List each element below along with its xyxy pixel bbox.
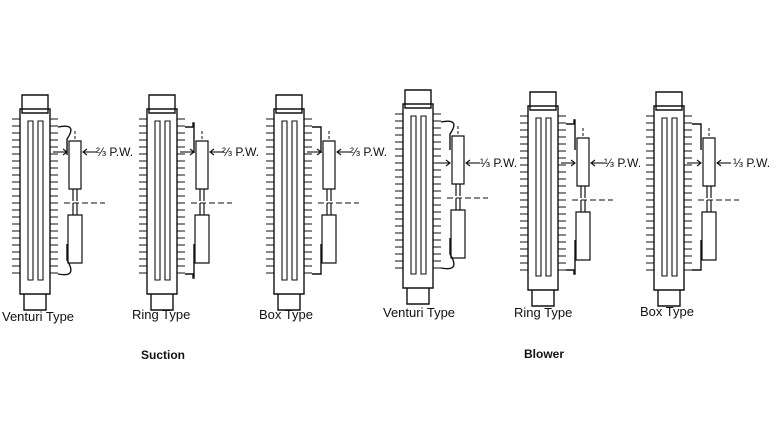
filter-lower-element	[451, 210, 465, 258]
tube-left	[28, 121, 33, 280]
filter-upper-element	[703, 138, 715, 186]
tower-diagram-suction-ring	[139, 95, 232, 310]
pw-label-blower-box: ⅓ P.W.	[733, 156, 771, 170]
tower-shell	[403, 104, 433, 288]
tower-diagram-suction-box	[266, 95, 359, 310]
diagram-label-suction-box: Box Type	[259, 307, 313, 322]
pw-arrow-left	[446, 160, 450, 166]
tower-bottom-tail	[407, 288, 429, 304]
ring-duct-bottom	[566, 240, 575, 274]
pw-arrow-left	[571, 160, 575, 166]
tube-right	[165, 121, 170, 280]
tower-bottom-tail	[532, 290, 554, 306]
filter-upper-element	[323, 141, 335, 189]
diagram-label-blower-ring: Ring Type	[514, 305, 573, 320]
pw-arrow-right	[466, 160, 470, 166]
tower-diagram-blower-ring	[520, 92, 613, 306]
pw-arrow-right	[83, 149, 87, 155]
filter-lower-element	[576, 212, 590, 260]
tube-left	[282, 121, 287, 280]
tower-diagram-blower-box	[646, 92, 739, 306]
box-duct-bottom	[312, 244, 321, 274]
tower-bottom-tail	[278, 294, 300, 310]
group-label-suction: Suction	[141, 348, 185, 362]
tower-top-cap	[22, 95, 48, 113]
tower-diagram-blower-venturi	[395, 90, 488, 304]
tube-right	[672, 118, 677, 276]
pw-arrow-left	[317, 149, 321, 155]
tube-right	[38, 121, 43, 280]
box-duct-bottom	[692, 240, 701, 270]
ring-duct-bottom	[185, 244, 194, 278]
pw-label-blower-venturi: ⅓ P.W.	[480, 156, 518, 170]
diagram-label-blower-venturi: Venturi Type	[383, 305, 456, 320]
filter-upper-element	[577, 138, 589, 186]
ring-duct-top	[185, 123, 194, 153]
ring-duct-top	[566, 120, 575, 150]
tower-bottom-tail	[658, 290, 680, 306]
diagram-label-blower-box: Box Type	[640, 304, 694, 319]
box-duct-top	[692, 124, 701, 150]
tower-shell	[20, 109, 50, 294]
group-label-blower: Blower	[524, 347, 565, 361]
diagram-label-suction-ring: Ring Type	[132, 307, 191, 322]
pw-label-blower-ring: ⅓ P.W.	[604, 156, 642, 170]
tube-right	[546, 118, 551, 276]
tower-shell	[528, 106, 558, 290]
venturi-duct-bottom	[441, 238, 454, 269]
tube-left	[155, 121, 160, 280]
pw-arrow-right	[717, 160, 721, 166]
tube-right	[292, 121, 297, 280]
filter-upper-element	[452, 136, 464, 184]
pw-label-suction-box: ⅔ P.W.	[350, 145, 388, 159]
tube-left	[411, 116, 416, 274]
tower-top-cap	[656, 92, 682, 110]
filter-lower-element	[195, 215, 209, 263]
venturi-duct-top	[441, 121, 454, 150]
pw-arrow-left	[190, 149, 194, 155]
tower-bottom-tail	[24, 294, 46, 310]
tube-left	[536, 118, 541, 276]
tube-left	[662, 118, 667, 276]
tower-top-cap	[405, 90, 431, 108]
tube-right	[421, 116, 426, 274]
pw-arrow-right	[591, 160, 595, 166]
filter-lower-element	[702, 212, 716, 260]
pw-arrow-left	[63, 149, 67, 155]
filter-upper-element	[196, 141, 208, 189]
tower-diagram-suction-venturi	[12, 95, 105, 310]
box-duct-top	[312, 127, 321, 153]
tower-bottom-tail	[151, 294, 173, 310]
filter-lower-element	[68, 215, 82, 263]
pw-arrow-right	[337, 149, 341, 155]
pw-label-suction-ring: ⅔ P.W.	[222, 145, 260, 159]
diagram-label-suction-venturi: Venturi Type	[2, 309, 75, 324]
tower-shell	[654, 106, 684, 290]
venturi-duct-top	[58, 126, 71, 155]
tower-shell	[274, 109, 304, 294]
tower-top-cap	[276, 95, 302, 113]
filter-upper-element	[69, 141, 81, 189]
pw-arrow-left	[697, 160, 701, 166]
tower-shell	[147, 109, 177, 294]
tower-top-cap	[149, 95, 175, 113]
pw-arrow-right	[210, 149, 214, 155]
pw-label-suction-venturi: ⅔ P.W.	[96, 145, 134, 159]
tower-top-cap	[530, 92, 556, 110]
venturi-duct-bottom	[58, 244, 71, 275]
filter-lower-element	[322, 215, 336, 263]
